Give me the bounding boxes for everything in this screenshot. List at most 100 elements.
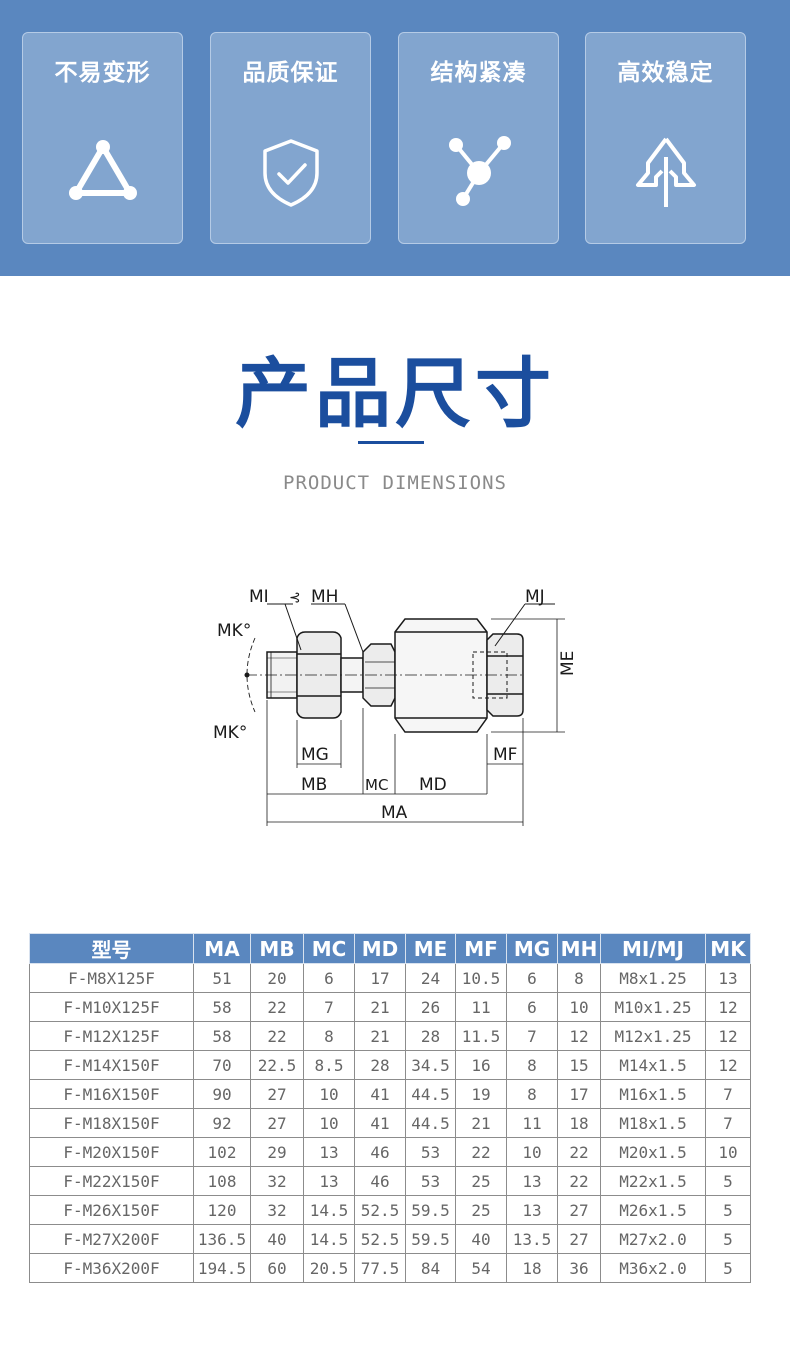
header-mc: MC: [303, 933, 355, 964]
value-cell: 13: [303, 1166, 355, 1196]
value-cell: M22x1.5: [600, 1166, 706, 1196]
value-cell: 25: [455, 1166, 507, 1196]
value-cell: 58: [193, 992, 251, 1022]
value-cell: 18: [557, 1108, 601, 1138]
value-cell: 21: [354, 992, 406, 1022]
header-mb: MB: [250, 933, 304, 964]
value-cell: 120: [193, 1195, 251, 1225]
model-cell: F-M14X150F: [29, 1050, 194, 1080]
value-cell: 5: [705, 1224, 751, 1254]
value-cell: M36x2.0: [600, 1253, 706, 1283]
header-mf: MF: [455, 933, 507, 964]
value-cell: 7: [303, 992, 355, 1022]
value-cell: 5: [705, 1195, 751, 1225]
feature-card-quality: 品质保证: [210, 32, 371, 244]
section-subtitle: PRODUCT DIMENSIONS: [283, 472, 507, 494]
header-me: ME: [405, 933, 456, 964]
value-cell: 26: [405, 992, 456, 1022]
label-mg: MG: [301, 745, 329, 765]
wrench-icon: ⊰: [289, 590, 301, 606]
header-mh: MH: [557, 933, 601, 964]
value-cell: 21: [354, 1021, 406, 1051]
feature-card-anti-deform: 不易变形: [22, 32, 183, 244]
value-cell: 12: [705, 1050, 751, 1080]
value-cell: 22: [250, 1021, 304, 1051]
value-cell: 54: [455, 1253, 507, 1283]
value-cell: 7: [506, 1021, 558, 1051]
molecule-icon: [449, 136, 511, 206]
value-cell: 22: [557, 1137, 601, 1167]
value-cell: 52.5: [354, 1224, 406, 1254]
value-cell: 13: [506, 1195, 558, 1225]
value-cell: 59.5: [405, 1224, 456, 1254]
triangle-icon: [69, 140, 137, 200]
value-cell: M8x1.25: [600, 963, 706, 993]
value-cell: 22: [557, 1166, 601, 1196]
label-mb: MB: [301, 775, 327, 795]
value-cell: 22: [455, 1137, 507, 1167]
value-cell: 20: [250, 963, 304, 993]
value-cell: 15: [557, 1050, 601, 1080]
value-cell: 12: [705, 992, 751, 1022]
table-header-row: 型号 MA MB MC MD ME MF MG MH MI/MJ MK: [29, 933, 751, 964]
value-cell: 8: [303, 1021, 355, 1051]
feature-title: 不易变形: [54, 60, 151, 86]
label-mf: MF: [493, 745, 517, 765]
value-cell: 58: [193, 1021, 251, 1051]
value-cell: M18x1.5: [600, 1108, 706, 1138]
label-md: MD: [419, 775, 447, 795]
value-cell: 29: [250, 1137, 304, 1167]
header-model: 型号: [29, 933, 194, 964]
model-cell: F-M10X125F: [29, 992, 194, 1022]
value-cell: M10x1.25: [600, 992, 706, 1022]
feature-card-stable: 高效稳定: [585, 32, 746, 244]
value-cell: 41: [354, 1079, 406, 1109]
value-cell: 6: [506, 963, 558, 993]
value-cell: 6: [506, 992, 558, 1022]
value-cell: 27: [250, 1079, 304, 1109]
label-mk-top: MK°: [217, 621, 251, 641]
value-cell: 10: [506, 1137, 558, 1167]
value-cell: 21: [455, 1108, 507, 1138]
value-cell: 22: [250, 992, 304, 1022]
value-cell: 14.5: [303, 1195, 355, 1225]
feature-title: 高效稳定: [617, 60, 714, 86]
value-cell: 10: [705, 1137, 751, 1167]
value-cell: 25: [455, 1195, 507, 1225]
model-cell: F-M26X150F: [29, 1195, 194, 1225]
label-mh: MH: [311, 587, 338, 607]
value-cell: 24: [405, 963, 456, 993]
value-cell: 12: [705, 1021, 751, 1051]
value-cell: 7: [705, 1108, 751, 1138]
header-mk: MK: [705, 933, 751, 964]
model-cell: F-M22X150F: [29, 1166, 194, 1196]
value-cell: 46: [354, 1166, 406, 1196]
value-cell: 32: [250, 1195, 304, 1225]
value-cell: 8: [557, 963, 601, 993]
value-cell: 136.5: [193, 1224, 251, 1254]
value-cell: 44.5: [405, 1108, 456, 1138]
arrow-up-icon: [636, 137, 696, 207]
header-md: MD: [354, 933, 406, 964]
value-cell: 27: [557, 1224, 601, 1254]
value-cell: 77.5: [354, 1253, 406, 1283]
value-cell: 40: [250, 1224, 304, 1254]
label-ma: MA: [381, 803, 408, 823]
value-cell: 5: [705, 1166, 751, 1196]
model-cell: F-M12X125F: [29, 1021, 194, 1051]
value-cell: 92: [193, 1108, 251, 1138]
value-cell: 10: [557, 992, 601, 1022]
section-title: 产品尺寸: [235, 349, 555, 438]
value-cell: 44.5: [405, 1079, 456, 1109]
value-cell: 46: [354, 1137, 406, 1167]
value-cell: M27x2.0: [600, 1224, 706, 1254]
value-cell: 12: [557, 1021, 601, 1051]
value-cell: 84: [405, 1253, 456, 1283]
value-cell: 53: [405, 1166, 456, 1196]
value-cell: 34.5: [405, 1050, 456, 1080]
value-cell: 6: [303, 963, 355, 993]
